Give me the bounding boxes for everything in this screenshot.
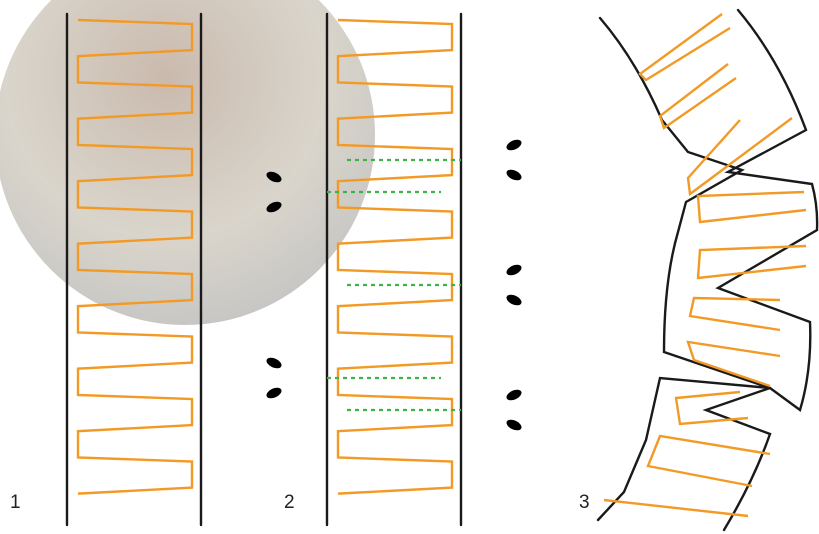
panel-3 [596, 8, 819, 532]
scissors-icon [466, 387, 524, 433]
bent-zigzag-strip [603, 13, 807, 518]
panel-2 [264, 12, 524, 527]
inner-curve [596, 16, 771, 522]
scissors-icon [264, 355, 322, 401]
scissors-icon [466, 262, 524, 308]
step-number: 2 [284, 492, 295, 513]
step-number: 1 [10, 492, 21, 513]
outer-curve [702, 8, 819, 532]
scissors-icon [466, 137, 524, 183]
step-number: 3 [579, 492, 590, 513]
panel-1 [65, 12, 203, 527]
overlay-disc [0, 0, 375, 325]
zigzag-strip [336, 18, 454, 495]
zigzag-strip [76, 18, 194, 495]
